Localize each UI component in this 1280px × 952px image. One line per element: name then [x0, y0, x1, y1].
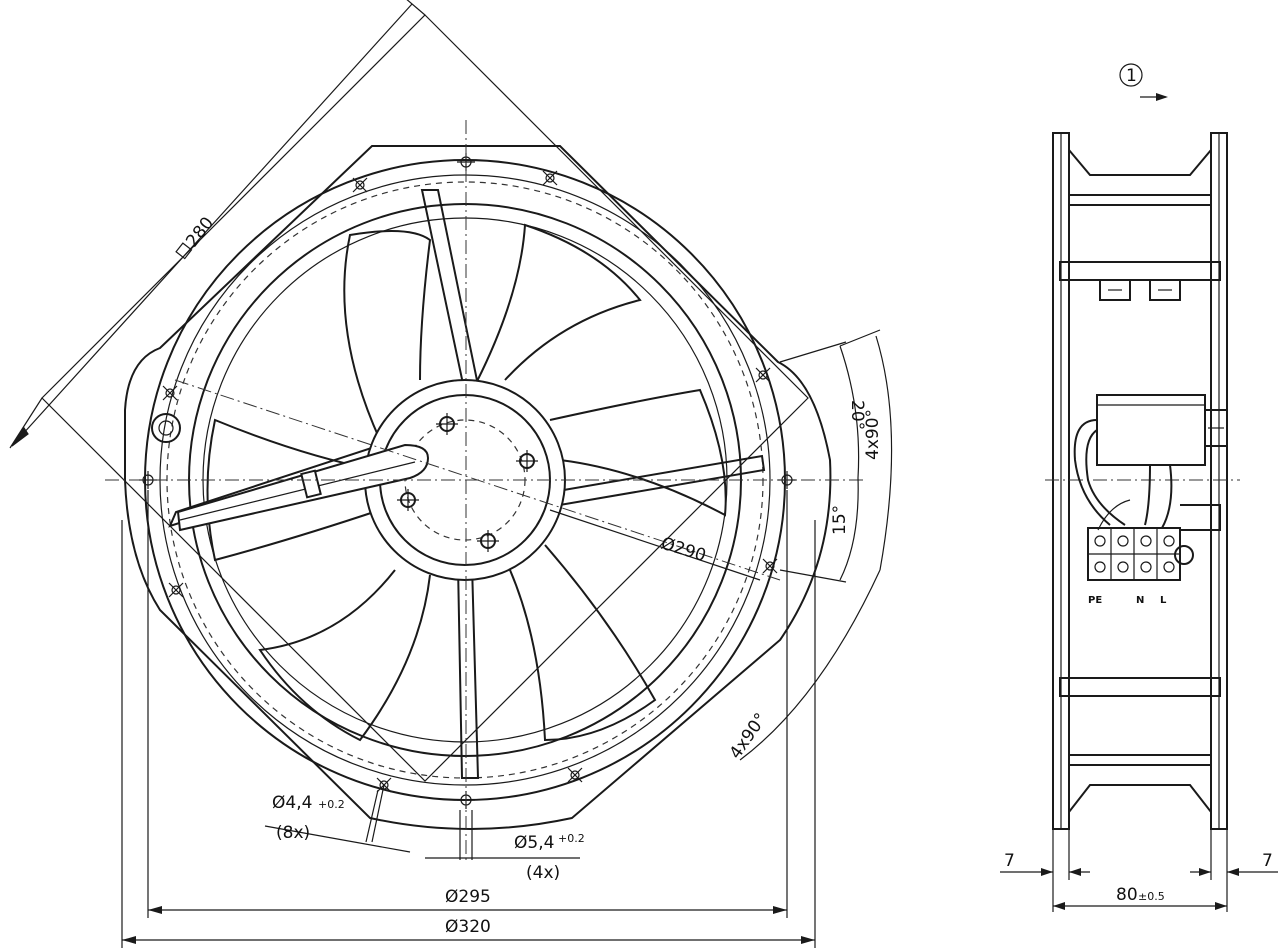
impeller-blades [206, 223, 727, 742]
mounting-holes [139, 153, 796, 809]
dim-side-left-7: 7 [1004, 851, 1015, 871]
terminal-label-pe: PE [1088, 595, 1102, 606]
dim-depth-tol: ±0.5 [1138, 890, 1165, 903]
dim-angle-4x90-top: 4x90° [863, 409, 883, 460]
dim-hole-4-4-tol: +0.2 [318, 798, 345, 811]
cable-conduit [151, 413, 430, 532]
frame-dimension-line [11, 3, 413, 447]
flow-marker-label: 1 [1126, 66, 1137, 86]
side-view: 1 [1000, 63, 1278, 912]
dim-holes-295: Ø295 [445, 887, 491, 907]
side-bottom-bridge [1068, 764, 1212, 815]
dim-hole-4-4-count: (8x) [276, 823, 310, 843]
dim-depth-80: 80 [1116, 885, 1138, 905]
housing-outer-contour [124, 145, 832, 830]
dim-frame-280: 280 [182, 213, 218, 251]
dim-hole-5-4-count: (4x) [526, 863, 560, 883]
front-view: Ø290 20° 4x90° 15° 4x90° Ø4,4 +0.2 (8x) … [9, 0, 893, 948]
dim-hole-4-4: Ø4,4 [272, 793, 312, 813]
flow-marker-circle [1119, 63, 1143, 87]
terminal-label-n: N [1136, 595, 1144, 606]
dim-hole-5-4-tol: +0.2 [558, 832, 585, 845]
dim-ring-290: Ø290 [659, 534, 709, 567]
dim-angle-15: 15° [830, 505, 850, 535]
terminal-label-l: L [1160, 595, 1167, 606]
hub-screws [397, 413, 538, 552]
dim-outer-320: Ø320 [445, 917, 491, 937]
dim-angle-20: 20° [847, 400, 867, 430]
square-frame-outline [41, 14, 809, 782]
dim-side-right-7: 7 [1262, 851, 1273, 871]
side-top-bridge [1068, 147, 1212, 196]
dim-hole-5-4: Ø5,4 [514, 833, 554, 853]
dim-angle-4x90-bottom: 4x90° [726, 710, 772, 763]
